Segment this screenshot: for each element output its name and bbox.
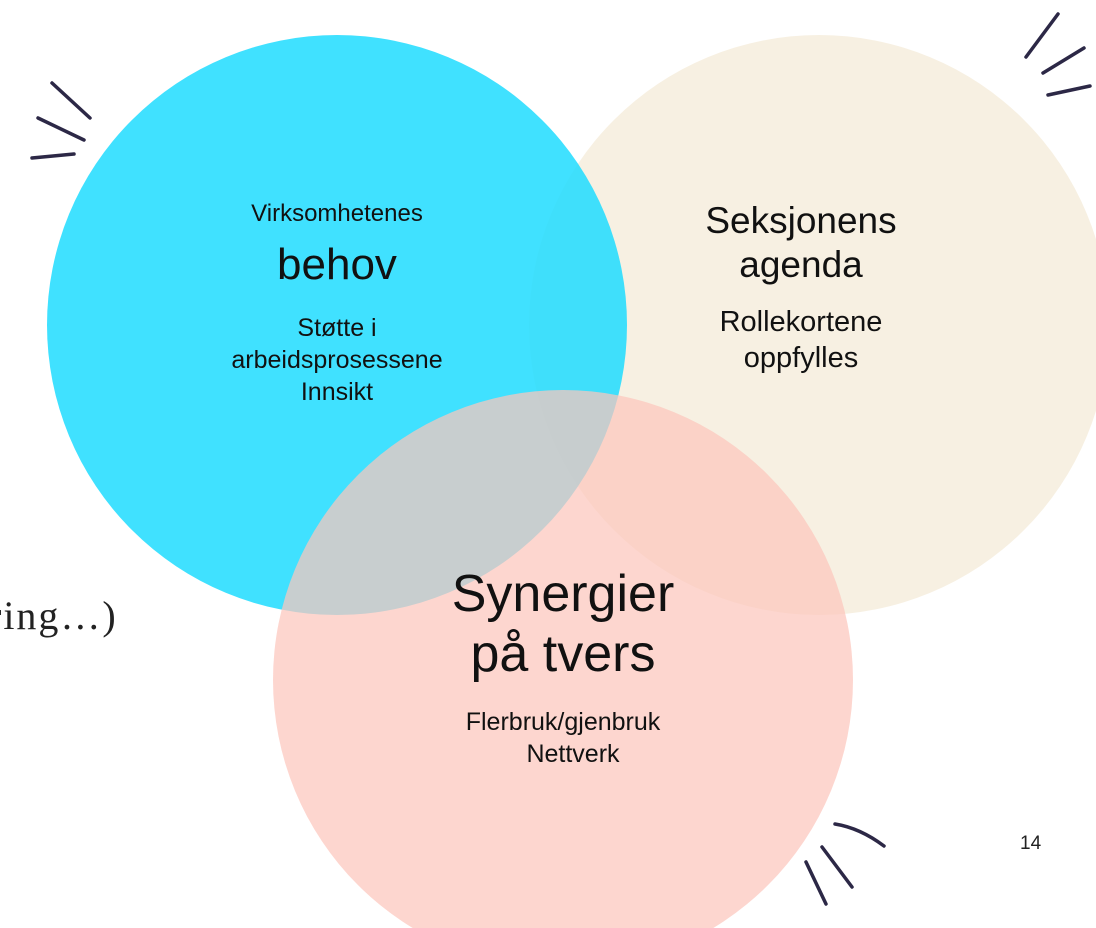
behov-line-2: arbeidsprosessene <box>231 346 443 374</box>
behov-heading-small: Virksomhetenes <box>251 200 423 227</box>
agenda-heading-1: Seksjonens <box>705 200 897 241</box>
behov-line-3: Innsikt <box>300 378 374 406</box>
accent-strokes-left <box>30 81 92 160</box>
behov-line-1: Støtte i <box>297 314 377 342</box>
synergier-heading-2: på tvers <box>470 625 656 683</box>
page-number: 14 <box>1020 833 1042 854</box>
synergier-line-1: Flerbruk/gjenbruk <box>465 708 661 736</box>
behov-heading-large: behov <box>277 240 397 289</box>
agenda-heading-2: agenda <box>739 244 863 285</box>
background-text-fragment: ring…) <box>0 593 118 638</box>
synergier-line-2: Nettverk <box>526 740 620 768</box>
synergier-heading-1: Synergier <box>451 565 675 623</box>
agenda-line-2: oppfylles <box>743 342 859 374</box>
accent-strokes-bottom <box>804 822 886 906</box>
agenda-line-1: Rollekortene <box>719 306 883 338</box>
accent-strokes-top-right <box>1024 12 1092 97</box>
synergier-circle <box>273 390 853 928</box>
